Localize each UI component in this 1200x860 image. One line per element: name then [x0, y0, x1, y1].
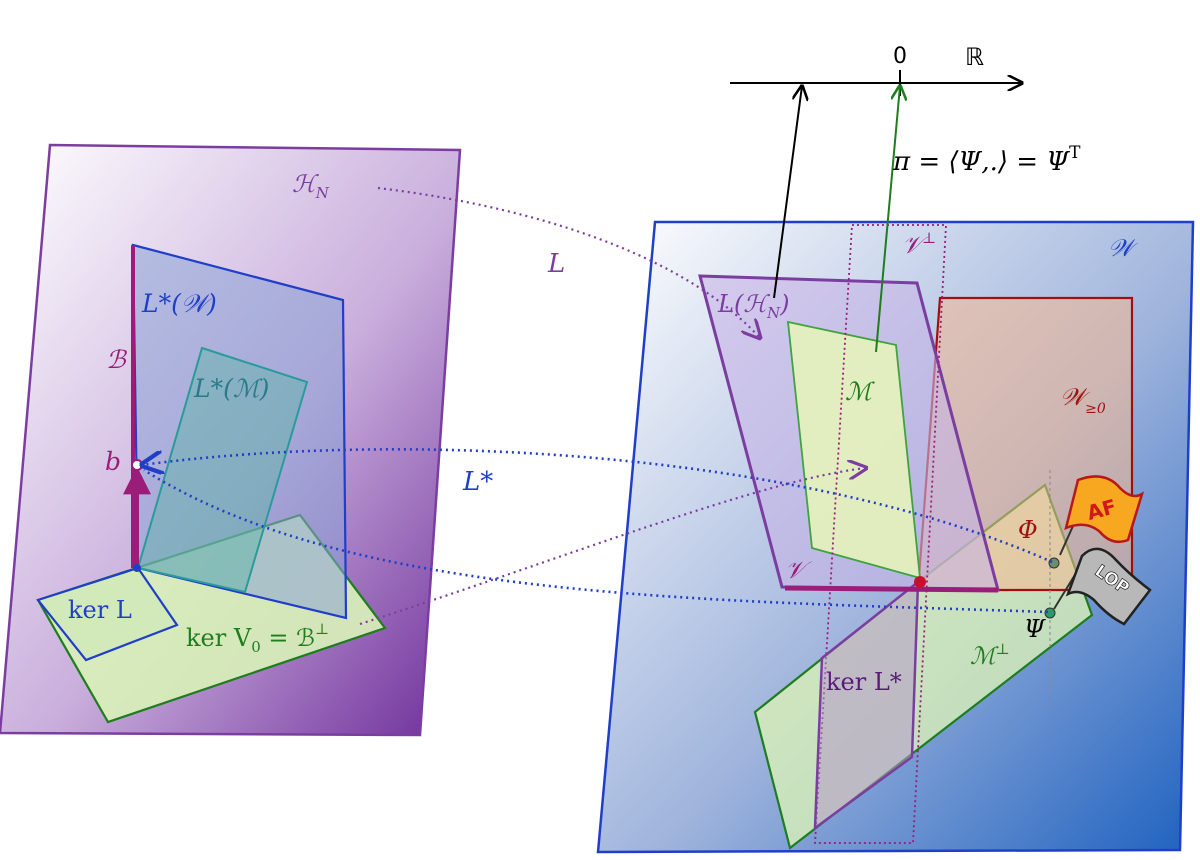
plane-ker-L [36, 566, 179, 662]
label-Psi: Ψ [1024, 615, 1046, 643]
plane-L-star-M [136, 346, 309, 594]
label-real-line: ℝ [965, 43, 984, 71]
label-ker-V0: ker V0 = ℬ⊥ [186, 620, 329, 656]
label-projection: π = ⟨Ψ,.⟩ = ΨT [892, 143, 1081, 177]
origin-H-N [133, 564, 141, 572]
label-L-H-N: L(ℋN) [717, 290, 790, 322]
plane-ker-L-star [813, 579, 920, 831]
label-L-star-M: L*(ℳ) [193, 374, 269, 403]
label-M: ℳ [845, 377, 875, 406]
label-V-perp: 𝒱⊥ [902, 229, 936, 259]
map-L-star-Phi [142, 448, 1053, 564]
label-H-N: ℋN [292, 170, 330, 202]
map-L-star-Psi [143, 468, 1049, 614]
point-Psi [1044, 607, 1056, 619]
flag-LOP: LOP [1053, 547, 1152, 626]
line-V [784, 585, 999, 593]
label-B: ℬ [106, 345, 128, 374]
point-b [131, 459, 143, 471]
label-ker-L: ker L [68, 596, 132, 624]
label-L-star-W: L*(𝒲) [141, 289, 217, 318]
origin-W [914, 576, 926, 588]
label-L-map: L [547, 249, 565, 279]
point-Phi [1048, 557, 1060, 569]
arrow-pi-M [875, 86, 900, 353]
label-M-perp: ℳ⊥ [970, 640, 1010, 670]
label-Phi: Φ [1018, 516, 1038, 544]
label-ker-L-star: ker L* [826, 668, 902, 696]
label-b: b [105, 447, 121, 476]
flag-AF: AF [1059, 475, 1145, 556]
arrow-pi-L-H-N [773, 86, 802, 299]
label-zero: 0 [893, 44, 907, 69]
label-L-star-map: L* [462, 467, 493, 497]
